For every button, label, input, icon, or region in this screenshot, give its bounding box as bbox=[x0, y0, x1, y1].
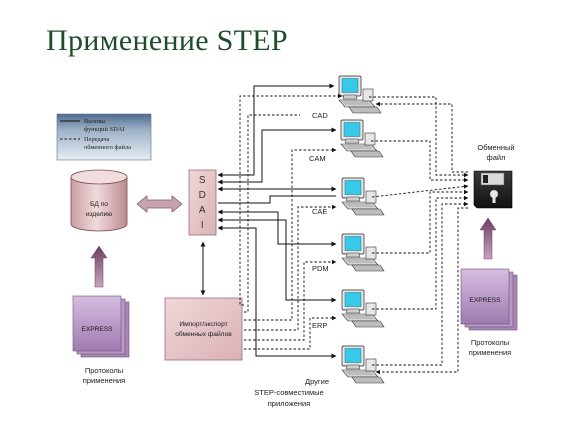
express-left-label: EXPRESS bbox=[81, 326, 113, 333]
legend-transfer: Передача bbox=[84, 136, 109, 143]
express-right-caption-2: применения bbox=[469, 348, 511, 357]
import-export-box: Импорт/экспорт обменных файлов bbox=[164, 297, 243, 361]
workstation-cad bbox=[338, 75, 382, 114]
other-apps-label-2: STEP-совместимые bbox=[254, 388, 323, 397]
database-label-1: БД по bbox=[90, 201, 108, 208]
sdai-letter-1: S bbox=[199, 175, 206, 186]
product-database: БД по изделию bbox=[70, 169, 128, 232]
express-right-label: EXPRESS bbox=[469, 297, 501, 304]
legend: Вызовы функций SDAI Передача обменного ф… bbox=[56, 113, 152, 161]
express-left: EXPRESS Протоколы применения bbox=[72, 245, 130, 385]
express-right-arrow bbox=[479, 217, 497, 260]
floppy-disk-icon bbox=[473, 170, 513, 209]
express-right-caption-1: Протоколы bbox=[471, 338, 509, 347]
app-label-cad: CAD bbox=[312, 111, 328, 120]
app-label-cae: CAE bbox=[312, 207, 327, 216]
exchange-file: Обменный файл bbox=[473, 143, 515, 209]
workstation-erp bbox=[341, 289, 385, 328]
sdai-letter-3: A bbox=[199, 205, 206, 216]
express-left-caption-2: применения bbox=[83, 376, 125, 385]
sdai-letter-2: D bbox=[199, 190, 207, 201]
sdai-call-lines bbox=[217, 83, 337, 359]
legend-transfer-2: обменного файла bbox=[84, 144, 131, 151]
workstation-other bbox=[341, 345, 385, 384]
exchange-file-label-2: файл bbox=[487, 153, 506, 162]
express-left-caption-1: Протоколы bbox=[85, 366, 123, 375]
app-label-cam: CAM bbox=[309, 154, 326, 163]
database-label-2: изделию bbox=[86, 211, 112, 218]
exchange-transfer-lines bbox=[239, 93, 469, 375]
import-export-label-1: Импорт/экспорт bbox=[179, 321, 227, 328]
app-label-pdm: PDM bbox=[312, 264, 329, 273]
sdai-letter-4: I bbox=[201, 220, 204, 231]
exchange-file-label-1: Обменный bbox=[477, 143, 514, 152]
db-sdai-arrow bbox=[136, 195, 183, 213]
express-left-arrow bbox=[90, 245, 108, 288]
import-export-label-2: обменных файлов bbox=[175, 330, 232, 338]
express-right: EXPRESS Протоколы применения bbox=[460, 217, 518, 357]
other-apps-label-3: приложения bbox=[268, 399, 311, 408]
slide-title: Применение STEP bbox=[46, 24, 288, 57]
sdai-box: S D A I bbox=[188, 169, 217, 236]
legend-calls-2: функций SDAI bbox=[84, 126, 124, 133]
workstation-pdm bbox=[341, 233, 385, 272]
legend-box bbox=[56, 113, 152, 161]
other-apps-label-1: Другие bbox=[305, 377, 329, 386]
workstation-cam bbox=[340, 119, 384, 158]
app-label-erp: ERP bbox=[312, 321, 327, 330]
legend-calls: Вызовы bbox=[84, 118, 106, 125]
